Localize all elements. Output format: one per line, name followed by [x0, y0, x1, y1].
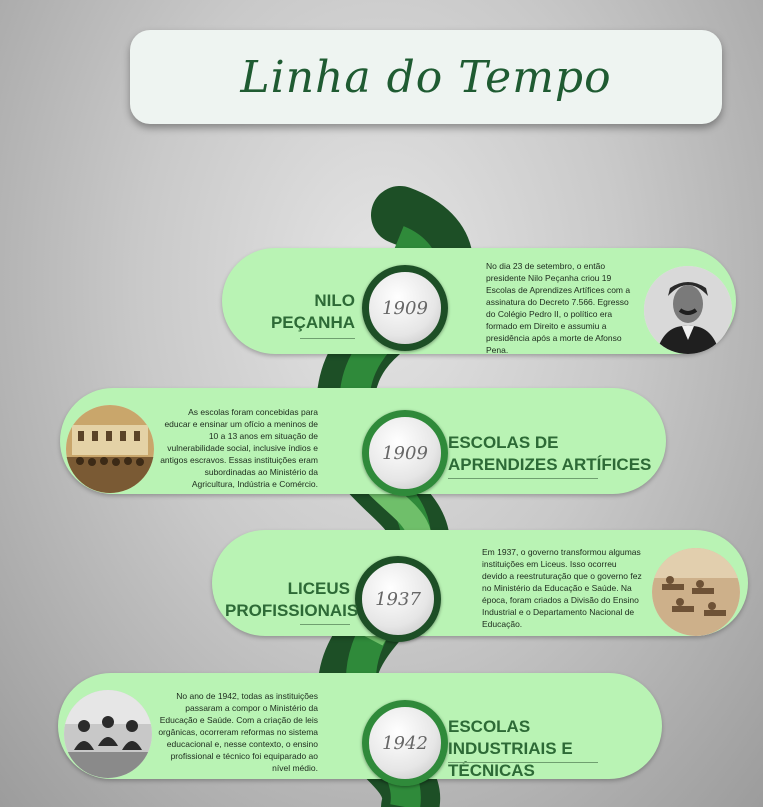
year-label: 1909	[382, 297, 428, 319]
year-label: 1942	[382, 732, 428, 754]
classroom-photo-icon	[652, 548, 740, 636]
year-label: 1909	[382, 442, 428, 464]
heading-line-2: INDUSTRIAIS E TÉCNICAS	[448, 739, 573, 780]
event-description-escolas: As escolas foram concebidas para educar …	[160, 407, 318, 489]
event-heading-escolas: ESCOLAS DE APRENDIZES ARTÍFICES	[448, 432, 658, 476]
event-heading-liceus: LICEUS PROFISSIONAIS	[225, 578, 359, 622]
heading-underline	[300, 624, 350, 625]
heading-line-2: APRENDIZES ARTÍFICES	[448, 455, 652, 474]
heading-line-2: PROFISSIONAIS	[225, 601, 359, 620]
year-badge-1909-a: 1909	[362, 265, 448, 351]
event-heading-escolas-industriais: ESCOLAS INDUSTRIAIS E TÉCNICAS	[448, 716, 660, 782]
year-badge-1942: 1942	[362, 700, 448, 786]
year-badge-1937: 1937	[355, 556, 441, 642]
event-description-liceus: Em 1937, o governo transformou algumas i…	[482, 547, 642, 629]
portrait-photo-icon	[644, 266, 732, 354]
heading-line-1: LICEUS	[287, 579, 350, 598]
event-description-escolas-industriais: No ano de 1942, todas as instituições pa…	[158, 691, 318, 773]
heading-line-1: ESCOLAS	[448, 717, 531, 736]
heading-line-2: PEÇANHA	[270, 313, 355, 332]
year-badge-1909-b: 1909	[362, 410, 448, 496]
timeline-card-1942-escolas-industriais	[58, 673, 662, 779]
page-title: Linha do Tempo	[240, 51, 612, 103]
heading-underline	[448, 762, 598, 763]
heading-underline	[448, 478, 598, 479]
year-label: 1937	[375, 588, 421, 610]
title-banner: Linha do Tempo	[130, 30, 722, 124]
school-group-photo-icon	[66, 405, 154, 493]
students-photo-icon	[64, 690, 152, 778]
heading-line-1: NILO	[314, 291, 355, 310]
heading-underline	[300, 338, 355, 339]
event-description-nilo: No dia 23 de setembro, o então president…	[486, 261, 631, 355]
event-heading-nilo: NILO PEÇANHA	[240, 290, 355, 334]
heading-line-1: ESCOLAS DE	[448, 433, 559, 452]
